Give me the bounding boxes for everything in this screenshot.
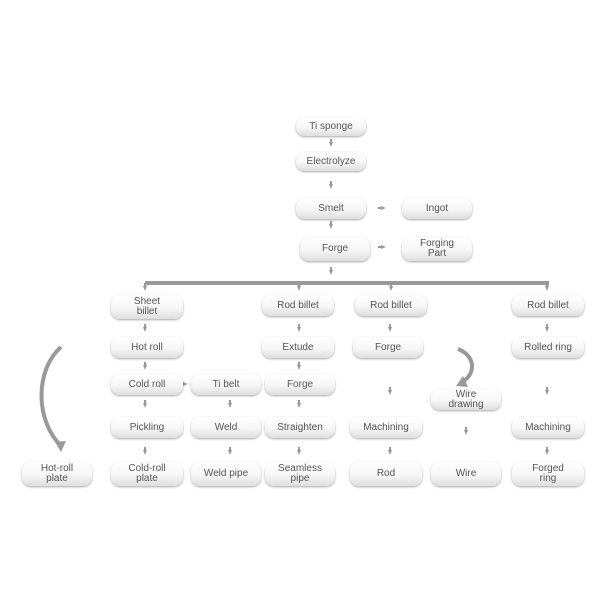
down-arrow-stem	[144, 362, 146, 365]
node-rod-billet-2: Rod billet	[355, 295, 427, 316]
down-arrow-stem	[144, 283, 146, 286]
down-arrow-stem	[330, 221, 332, 224]
node-cold-roll-plate: Cold-roll plate	[111, 462, 183, 486]
down-arrow-head	[296, 365, 301, 370]
down-arrow-stem	[389, 447, 391, 450]
down-arrow-stem	[465, 427, 467, 430]
curved-arrow-head	[55, 441, 66, 452]
down-arrow-head	[544, 286, 549, 291]
down-arrow-head	[387, 390, 392, 395]
right-arrow-head	[381, 244, 386, 249]
down-arrow-stem	[298, 400, 300, 403]
right-arrow-head	[183, 381, 188, 386]
down-arrow-head	[387, 450, 392, 455]
down-arrow-head	[328, 184, 333, 189]
node-wire: Wire	[431, 462, 501, 486]
down-arrow-stem	[144, 400, 146, 403]
down-arrow-head	[296, 286, 301, 291]
down-arrow-stem	[144, 324, 146, 327]
down-arrow-head	[142, 450, 147, 455]
node-seamless-pipe: Seamless pipe	[265, 462, 335, 486]
down-arrow-stem	[229, 447, 231, 450]
down-arrow-stem	[298, 324, 300, 327]
down-arrow-stem	[546, 447, 548, 450]
down-arrow-head	[388, 286, 393, 291]
down-arrow-stem	[389, 324, 391, 327]
down-arrow-stem	[144, 447, 146, 450]
down-arrow-stem	[330, 267, 332, 270]
node-machining-2: Machining	[512, 417, 584, 438]
curved-arrow-hot-roll	[39, 345, 63, 448]
down-arrow-head	[328, 270, 333, 275]
right-arrow-head	[381, 205, 386, 210]
node-machining-1: Machining	[350, 417, 422, 438]
node-extude: Extude	[262, 337, 334, 358]
node-rod-billet-1: Rod billet	[262, 295, 334, 316]
down-arrow-head	[296, 327, 301, 332]
node-ingot: Ingot	[402, 198, 472, 219]
down-arrow-stem	[546, 283, 548, 286]
node-cold-roll: Cold roll	[111, 374, 183, 395]
down-arrow-head	[142, 286, 147, 291]
right-arrow-stem	[378, 246, 381, 248]
node-wire-drawing: Wire drawing	[431, 389, 501, 410]
down-arrow-stem	[389, 387, 391, 390]
down-arrow-stem	[330, 181, 332, 184]
node-forging-part: Forging Part	[402, 237, 472, 261]
right-arrow-stem	[378, 207, 381, 209]
node-weld: Weld	[191, 417, 261, 438]
curved-arrow-wire-head	[456, 376, 468, 387]
down-arrow-stem	[330, 139, 332, 142]
down-arrow-head	[328, 224, 333, 229]
down-arrow-head	[544, 450, 549, 455]
down-arrow-stem	[229, 400, 231, 403]
down-arrow-head	[296, 450, 301, 455]
node-rolled-ring: Rolled ring	[512, 337, 584, 358]
node-forged-ring: Forged ring	[512, 462, 584, 486]
node-ti-sponge: Ti sponge	[296, 117, 366, 136]
down-arrow-stem	[546, 387, 548, 390]
down-arrow-head	[142, 365, 147, 370]
down-arrow-stem	[546, 324, 548, 327]
down-arrow-head	[142, 403, 147, 408]
down-arrow-head	[296, 403, 301, 408]
node-forge-3: Forge	[353, 337, 423, 358]
down-arrow-head	[544, 327, 549, 332]
node-electrolyze: Electrolyze	[296, 152, 366, 171]
node-rod-billet-3: Rod billet	[512, 295, 584, 316]
down-arrow-stem	[390, 283, 392, 286]
node-sheet-billet: Sheet billet	[111, 295, 183, 319]
node-weld-pipe: Weld pipe	[191, 462, 261, 486]
node-rod: Rod	[350, 462, 422, 486]
down-arrow-head	[227, 450, 232, 455]
node-forge-main: Forge	[300, 237, 370, 261]
down-arrow-head	[142, 327, 147, 332]
down-arrow-head	[328, 142, 333, 147]
down-arrow-stem	[298, 362, 300, 365]
down-arrow-head	[387, 327, 392, 332]
node-straighten: Straighten	[265, 417, 335, 438]
down-arrow-head	[463, 430, 468, 435]
node-ti-belt: Ti belt	[191, 374, 261, 395]
node-pickling: Pickling	[111, 417, 183, 438]
down-arrow-head	[227, 403, 232, 408]
down-arrow-head	[544, 390, 549, 395]
down-arrow-stem	[298, 283, 300, 286]
curved-arrow-wire	[457, 347, 474, 384]
down-arrow-stem	[298, 447, 300, 450]
node-smelt: Smelt	[296, 198, 366, 219]
node-forge-2: Forge	[265, 374, 335, 395]
node-hot-roll: Hot roll	[111, 337, 183, 358]
node-hot-roll-plate: Hot-roll plate	[22, 462, 92, 486]
